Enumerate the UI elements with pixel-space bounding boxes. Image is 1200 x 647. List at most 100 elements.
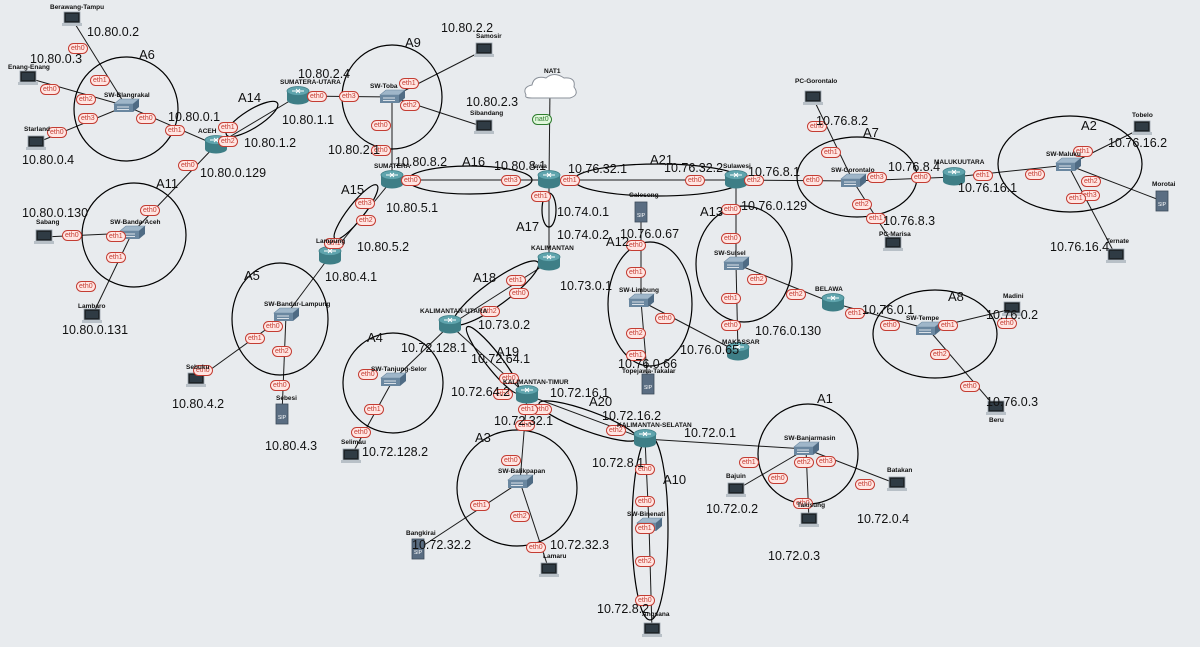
interface-port-label: eth1 [626,267,646,278]
pc_gorontalo-pc-icon[interactable] [803,90,823,105]
ip-address-label: 10.72.0.2 [706,502,759,516]
samosir-pc-icon[interactable] [474,42,494,57]
node-label-sw_gorontalo: SW-Gorontalo [831,167,875,174]
topejawa-server-icon[interactable]: SIP [641,373,655,395]
link-sw_limbung-topejawa [640,300,649,385]
area-label-a16: A16 [462,154,486,169]
selimau-pc-icon[interactable] [341,448,361,463]
sw_tanjung-switch-icon[interactable] [380,372,407,386]
sumut-router-icon[interactable] [286,86,310,105]
sw_maluku-switch-icon[interactable] [1055,157,1082,171]
link-sw_maluku-ternate [1067,164,1117,257]
morotai-server-icon[interactable]: SIP [1155,190,1169,212]
link-sw_binati-angsana [648,524,653,631]
interface-port-label: eth0 [515,420,535,431]
interface-port-label: eth0 [193,365,213,376]
link-berawang-sw_blang [71,18,127,107]
sw_banda-switch-icon[interactable] [119,225,146,239]
sw_sulsel-switch-icon[interactable] [723,256,750,270]
madini-pc-icon[interactable] [1002,301,1022,316]
enang-pc-icon[interactable] [18,70,38,85]
ternate-pc-icon[interactable] [1106,248,1126,263]
ip-address-label: 10.72.16.2 [602,409,662,423]
sw_gorontalo-switch-icon[interactable] [840,173,867,187]
node-label-kaltim: KALIMANTAN-TIMUR [503,379,569,386]
node-label-starland: Starland [24,126,51,133]
lambaro-pc-icon[interactable] [82,308,102,323]
interface-port-label: eth0 [721,204,741,215]
kaltim-router-icon[interactable] [515,385,539,404]
galesong-server-icon[interactable]: SIP [634,201,648,223]
bajuin-pc-icon[interactable] [726,482,746,497]
interface-port-label: eth3 [493,389,513,400]
area-a6-ellipse [73,56,179,162]
lamaru-pc-icon[interactable] [539,562,559,577]
interface-port-label: eth1 [106,252,126,263]
node-label-kalimantan: KALIMANTAN [531,245,574,252]
lampung-router-icon[interactable] [318,246,342,265]
link-sw_tanjung-selimau [350,379,394,457]
interface-port-label: eth3 [339,91,359,102]
berawang-pc-icon[interactable] [62,11,82,26]
link-sw_sulsel-makassar [735,263,739,353]
makassar-router-icon[interactable] [726,342,750,361]
ip-address-label: 10.80.1.1 [282,113,335,127]
ip-address-label: 10.74.0.2 [557,228,610,242]
node-label-sumatera: SUMATERA [374,163,411,170]
kalimantan-router-icon[interactable] [537,252,561,271]
batakan-pc-icon[interactable] [887,476,907,491]
belawa-router-icon[interactable] [821,293,845,312]
nat1-cloud-icon[interactable] [524,74,577,99]
sw_bj-switch-icon[interactable] [793,441,820,455]
interface-port-label: eth0 [371,145,391,156]
ip-address-label: 10.73.0.1 [560,279,613,293]
node-label-nat1: NAT1 [544,68,561,75]
area-label-a11: A11 [156,176,179,191]
jawa-router-icon[interactable] [537,170,561,189]
starland-pc-icon[interactable] [26,135,46,150]
sw_toba-switch-icon[interactable] [379,89,406,103]
sw_blang-switch-icon[interactable] [113,98,140,112]
sw_balik-switch-icon[interactable] [507,474,534,488]
ip-address-label: 10.72.16.1 [550,386,610,400]
ip-address-label: 10.72.0.4 [857,512,910,526]
sw_bl-switch-icon[interactable] [273,307,300,321]
interface-port-label: eth2 [218,136,238,147]
sulawesi-router-icon[interactable] [724,170,748,189]
kalsel-router-icon[interactable] [633,429,657,448]
angsana-pc-icon[interactable] [642,622,662,637]
link-pc_gorontalo-sw_gorontalo [812,97,854,182]
sw_limbung-switch-icon[interactable] [628,293,655,307]
node-label-beru: Beru [989,417,1004,424]
link-malut-sw_maluku [953,164,1069,178]
sebesi-server-icon[interactable]: SIP [275,403,289,425]
takisung-pc-icon[interactable] [799,512,819,527]
link-sw_maluku-morotai [1067,164,1163,202]
interface-port-label: nat0 [532,114,552,125]
ip-address-label: 10.80.8.2 [395,155,448,169]
bangkirai-server-icon[interactable]: SIP [411,538,425,560]
sumatera-router-icon[interactable] [380,170,404,189]
tobelo-pc-icon[interactable] [1132,120,1152,135]
sabang-pc-icon[interactable] [34,229,54,244]
kaltara-router-icon[interactable] [438,315,462,334]
interface-port-label: eth2 [744,175,764,186]
interface-port-label: eth2 [480,306,500,317]
ip-address-label: 10.80.0.130 [22,206,89,220]
sibandang-pc-icon[interactable] [474,119,494,134]
ip-address-label: 10.72.128.1 [401,341,468,355]
ip-address-label: 10.80.0.2 [87,25,140,39]
interface-port-label: eth3 [501,175,521,186]
node-label-sebuku: Sebuku [186,364,210,371]
interface-port-label: eth2 [930,349,950,360]
interface-port-label: eth0 [40,84,60,95]
interface-port-label: eth0 [1025,169,1045,180]
pc_marisa-pc-icon[interactable] [883,236,903,251]
beru-pc-icon[interactable] [986,400,1006,415]
area-label-a17: A17 [516,219,540,234]
malut-router-icon[interactable] [942,167,966,186]
node-label-malut: MALUKUUTARA [934,159,985,166]
interface-port-label: eth1 [626,350,646,361]
interface-port-label: eth2 [794,457,814,468]
